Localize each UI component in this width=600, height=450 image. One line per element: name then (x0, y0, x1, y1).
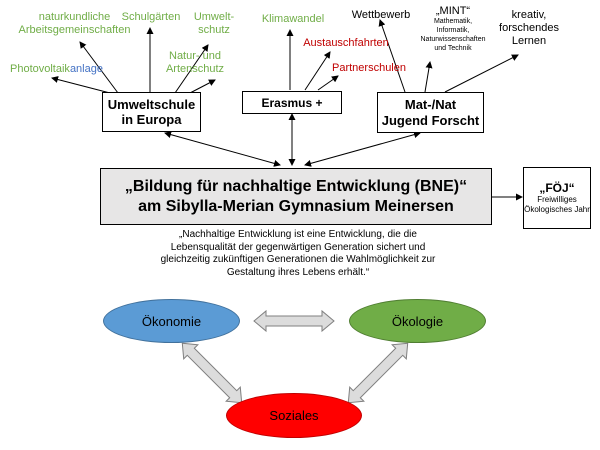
box-matnat: Mat-/Nat Jugend Forscht (377, 92, 484, 133)
arrow-to-partnerschulen (317, 75, 339, 91)
box-umweltschule: Umweltschule in Europa (102, 92, 201, 132)
arrow-to-naturschutz (189, 79, 216, 94)
double-arrow-oekologie-soziales (347, 342, 409, 404)
arrow-to-wettbewerb (378, 19, 406, 93)
umweltschule-label: Umweltschule in Europa (107, 97, 196, 127)
arrow-to-mint (424, 61, 433, 93)
mint-subtitle: Mathematik, Informatik, Naturwissenschaf… (420, 18, 486, 52)
bne-definition-quote: „Nachhaltige Entwicklung ist eine Entwic… (160, 229, 436, 278)
arrow-to-kreativ (444, 54, 519, 93)
label-austauschfahrten: Austauschfahrten (303, 37, 389, 49)
label-wettbewerb: Wettbewerb (351, 9, 411, 21)
arrow-main-matnat (304, 131, 421, 167)
main-title-box: „Bildung für nachhaltige Entwicklung (BN… (100, 168, 492, 225)
box-foej: „FÖJ“ Freiwilliges Ökologisches Jahr (523, 167, 591, 229)
double-arrow-oekonomie-oekologie (253, 309, 335, 333)
pillar-oekonomie: Ökonomie (103, 299, 240, 343)
arrow-to-naturkundliche (79, 41, 119, 94)
erasmus-label: Erasmus + (261, 95, 323, 110)
arrow-to-austauschfahrten (304, 51, 331, 91)
label-partnerschulen: Partnerschulen (332, 62, 406, 74)
photovoltaik-anlage-text: anlage (69, 63, 103, 75)
label-mint: „MINT“ Mathematik, Informatik, Naturwiss… (417, 5, 489, 53)
foej-subtitle: Freiwilliges Ökologisches Jahr (524, 195, 590, 214)
main-title-line2: am Sibylla-Merian Gymnasium Meinersen (138, 197, 454, 215)
pillar-soziales: Soziales (226, 393, 362, 438)
label-schulgaerten: Schulgärten (121, 11, 181, 23)
matnat-label: Mat-/Nat Jugend Forscht (381, 96, 480, 128)
photovoltaik-text: Photovoltaik (10, 63, 70, 75)
pillar-oekologie: Ökologie (349, 299, 486, 343)
arrow-to-photovoltaik (51, 76, 111, 94)
box-erasmus: Erasmus + (242, 91, 342, 114)
label-naturkundliche: naturkundliche Arbeitsgemeinschaften (18, 11, 131, 36)
oekonomie-label: Ökonomie (141, 313, 202, 329)
soziales-label: Soziales (269, 408, 319, 423)
label-umweltschutz: Umwelt- schutz (193, 11, 235, 36)
mint-title: „MINT“ (435, 5, 471, 17)
label-kreativ: kreativ, forschendes Lernen (499, 9, 559, 47)
main-title-line1: „Bildung für nachhaltige Entwicklung (BN… (124, 177, 468, 195)
arrow-main-umweltschule (164, 131, 281, 167)
double-arrow-oekonomie-soziales (181, 342, 243, 404)
foej-title: „FÖJ“ (539, 181, 575, 195)
arrow-to-umweltschutz (174, 44, 209, 94)
label-photovoltaik: Photovoltaikanlage (10, 63, 110, 76)
label-naturschutz: Natur- und Artenschutz (165, 50, 225, 75)
label-klimawandel: Klimawandel (261, 13, 325, 25)
oekologie-label: Ökologie (391, 313, 444, 329)
